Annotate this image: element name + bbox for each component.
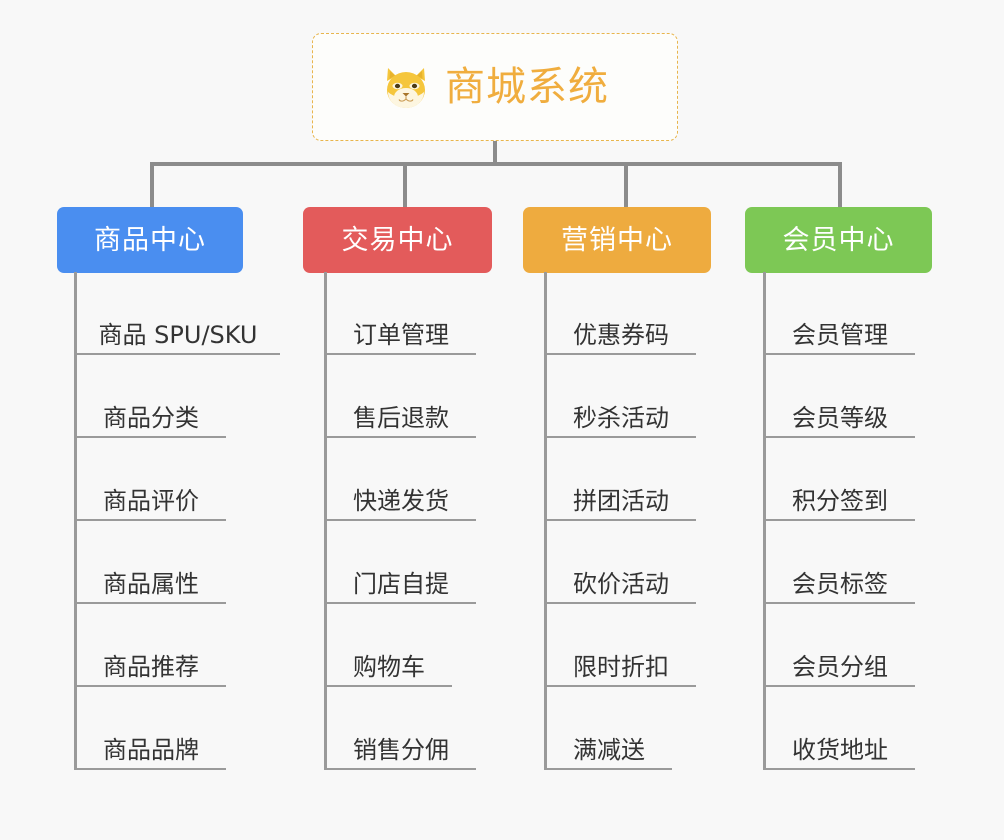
leaf-item-label: 满减送 xyxy=(573,735,645,764)
leaf-item-label: 会员标签 xyxy=(792,569,888,598)
leaf-item-label: 商品分类 xyxy=(103,403,199,432)
shiba-dog-face-icon xyxy=(387,68,425,108)
leaf-item-商品推荐[interactable]: 商品推荐 xyxy=(74,604,226,687)
category-box-商品中心[interactable]: 商品中心 xyxy=(57,207,243,273)
leaf-item-label: 快递发货 xyxy=(353,486,449,515)
leaf-trunk-line xyxy=(74,272,77,770)
leaf-item-label: 收货地址 xyxy=(792,735,888,764)
leaf-item-label: 销售分佣 xyxy=(353,735,449,764)
leaf-item-会员管理[interactable]: 会员管理 xyxy=(763,272,915,355)
leaf-item-商品分类[interactable]: 商品分类 xyxy=(74,355,226,438)
leaf-trunk-line xyxy=(544,272,547,770)
connector-root-stub xyxy=(493,141,497,164)
leaf-item-label: 售后退款 xyxy=(353,403,449,432)
leaf-trunk-line xyxy=(763,272,766,770)
leaf-item-label: 会员等级 xyxy=(792,403,888,432)
connector-drop-商品中心 xyxy=(150,162,154,207)
leaf-item-label: 商品 SPU/SKU xyxy=(98,320,258,349)
leaf-item-秒杀活动[interactable]: 秒杀活动 xyxy=(544,355,696,438)
leaf-item-商品 SPU/SKU[interactable]: 商品 SPU/SKU xyxy=(74,272,280,355)
leaf-item-label: 门店自提 xyxy=(353,569,449,598)
leaf-item-限时折扣[interactable]: 限时折扣 xyxy=(544,604,696,687)
category-box-营销中心[interactable]: 营销中心 xyxy=(523,207,711,273)
connector-drop-交易中心 xyxy=(403,162,407,207)
connector-horizontal-bus xyxy=(150,162,842,166)
leaf-item-积分签到[interactable]: 积分签到 xyxy=(763,438,915,521)
leaf-item-商品品牌[interactable]: 商品品牌 xyxy=(74,687,226,770)
leaf-item-label: 商品推荐 xyxy=(103,652,199,681)
leaf-item-label: 会员管理 xyxy=(792,320,888,349)
leaf-trunk-line xyxy=(324,272,327,770)
leaf-item-订单管理[interactable]: 订单管理 xyxy=(324,272,476,355)
connector-drop-会员中心 xyxy=(838,162,842,207)
category-label: 营销中心 xyxy=(561,224,673,256)
category-label: 交易中心 xyxy=(341,224,454,256)
leaf-item-优惠券码[interactable]: 优惠券码 xyxy=(544,272,696,355)
root-title: 商城系统 xyxy=(445,64,609,110)
leaf-item-会员等级[interactable]: 会员等级 xyxy=(763,355,915,438)
leaf-item-收货地址[interactable]: 收货地址 xyxy=(763,687,915,770)
leaf-item-label: 购物车 xyxy=(353,652,425,681)
leaf-item-销售分佣[interactable]: 销售分佣 xyxy=(324,687,476,770)
leaf-item-label: 砍价活动 xyxy=(573,569,669,598)
root-node-商城系统[interactable]: 商城系统 xyxy=(312,33,678,141)
leaf-item-商品评价[interactable]: 商品评价 xyxy=(74,438,226,521)
category-label: 会员中心 xyxy=(782,224,895,256)
leaf-item-商品属性[interactable]: 商品属性 xyxy=(74,521,226,604)
leaf-item-label: 拼团活动 xyxy=(573,486,669,515)
leaf-item-label: 秒杀活动 xyxy=(573,403,669,432)
leaf-item-label: 商品品牌 xyxy=(103,735,199,764)
leaf-item-会员标签[interactable]: 会员标签 xyxy=(763,521,915,604)
category-box-会员中心[interactable]: 会员中心 xyxy=(745,207,932,273)
leaf-item-门店自提[interactable]: 门店自提 xyxy=(324,521,476,604)
connector-drop-营销中心 xyxy=(624,162,628,207)
leaf-item-会员分组[interactable]: 会员分组 xyxy=(763,604,915,687)
leaf-item-label: 订单管理 xyxy=(353,320,449,349)
leaf-item-满减送[interactable]: 满减送 xyxy=(544,687,672,770)
leaf-item-label: 会员分组 xyxy=(792,652,888,681)
leaf-item-快递发货[interactable]: 快递发货 xyxy=(324,438,476,521)
leaf-item-售后退款[interactable]: 售后退款 xyxy=(324,355,476,438)
leaf-item-砍价活动[interactable]: 砍价活动 xyxy=(544,521,696,604)
leaf-item-label: 优惠券码 xyxy=(573,320,669,349)
leaf-item-拼团活动[interactable]: 拼团活动 xyxy=(544,438,696,521)
leaf-item-label: 商品评价 xyxy=(103,486,199,515)
leaf-item-label: 限时折扣 xyxy=(573,652,669,681)
leaf-item-购物车[interactable]: 购物车 xyxy=(324,604,452,687)
category-label: 商品中心 xyxy=(94,224,206,256)
leaf-item-label: 积分签到 xyxy=(792,486,888,515)
leaf-item-label: 商品属性 xyxy=(103,569,199,598)
category-box-交易中心[interactable]: 交易中心 xyxy=(303,207,492,273)
